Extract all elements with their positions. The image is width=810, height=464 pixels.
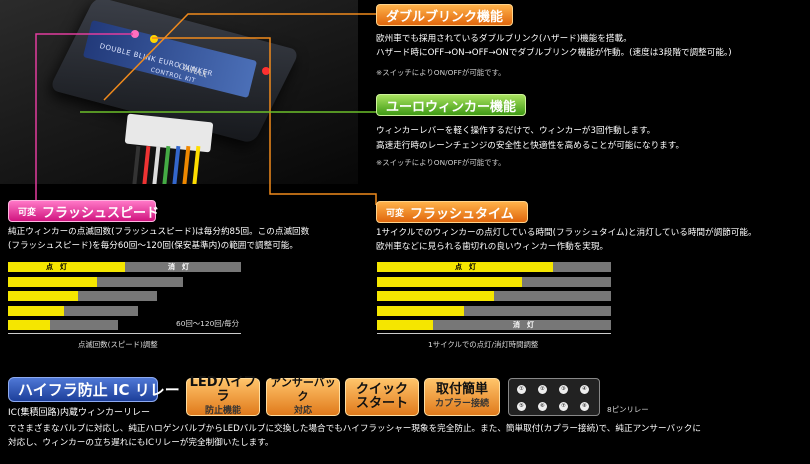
flash-speed-bar-on [8, 262, 125, 272]
flash-time-bar-on [377, 291, 494, 301]
relay-tag: ハイフラ防止 IC リレー [8, 377, 180, 402]
relay-pin: ⑦ [559, 402, 568, 411]
flash-time-tag-prefix: 可変 [386, 208, 405, 219]
euro-winker-tag: ユーロウィンカー機能 [376, 94, 527, 116]
relay-pin: ③ [559, 385, 568, 394]
flash-time-bar: 消 灯 [377, 320, 611, 330]
relay-pin: ④ [580, 385, 589, 394]
flash-time-axis [377, 333, 611, 334]
flash-time-bar-on [377, 262, 553, 272]
double-blink-tag: ダブルブリンク機能 [376, 4, 514, 26]
relay-pin: ⑤ [517, 402, 526, 411]
flash-time-bar-on [377, 305, 464, 316]
flash-speed-range-caption: 60回～120回/毎分 [176, 319, 239, 328]
flash-time-line2: 欧州車などに見られる歯切れの良いウィンカー作動を実現。 [376, 242, 609, 252]
flash-speed-on-label: 点 灯 [46, 263, 67, 271]
flash-speed-chart: 点 灯消 灯 [8, 262, 241, 332]
flash-speed-bar: 点 灯消 灯 [8, 262, 241, 272]
led-pink [131, 30, 139, 38]
euro-winker-line1: ウィンカーレバーを軽く操作するだけで、ウィンカーが3回作動します。 [376, 126, 656, 136]
flash-speed-bar-on [8, 276, 97, 287]
relay-pin: ① [517, 385, 526, 394]
flash-time-bar-on [377, 276, 523, 287]
flash-speed-line1: 純正ウィンカーの点滅回数(フラッシュスピード)は毎分約85回。この点滅回数 [8, 227, 310, 237]
flash-speed-bar [8, 291, 158, 301]
flash-speed-bar-on [8, 291, 78, 301]
flash-speed-tag-label: フラッシュスピード [42, 205, 160, 221]
feature-quick-start: クイック スタート [345, 378, 419, 416]
flash-speed-off-label: 消 灯 [168, 263, 189, 271]
flash-speed-bar-on [8, 320, 50, 330]
flash-time-bar: 点 灯 [377, 262, 611, 272]
flash-speed-line2: (フラッシュスピード)を毎分60回～120回(保安基準内)の範囲で調整可能。 [8, 241, 298, 251]
flash-time-on-label: 点 灯 [455, 263, 476, 271]
feature-easy-install: 取付簡単 カプラー接続 [424, 378, 500, 416]
flash-time-off-label: 消 灯 [513, 321, 534, 329]
flash-time-axis-caption: 1サイクルでの点灯/消灯時間調整 [428, 340, 539, 349]
relay-pin-diagram: ① ② ③ ④ ⑤ ⑥ ⑦ ⑧ [508, 378, 600, 416]
flash-time-bar [377, 276, 611, 287]
flash-time-chart: 点 灯消 灯 [377, 262, 611, 332]
flash-speed-axis [8, 333, 241, 334]
feature-led-hyperflash: LEDハイフラ 防止機能 [186, 376, 260, 416]
led-yellow [150, 35, 158, 43]
flash-time-tag: 可変 フラッシュタイム [376, 201, 528, 223]
flash-time-bar [377, 305, 611, 316]
product-photo: DOUBLE BLINK EURO WINKER CONTROL KIT GAR… [0, 0, 358, 184]
euro-winker-note: ※スイッチによりON/OFFが可能です。 [376, 158, 506, 167]
led-red [262, 67, 270, 75]
flash-speed-axis-caption: 点滅回数(スピード)調整 [78, 340, 158, 349]
double-blink-line2: ハザード時にOFF→ON→OFF→ONでダブルブリンク機能が作動。(速度は3段階… [376, 48, 732, 58]
flash-speed-bar-on [8, 305, 64, 316]
callout-line-double-blink [103, 13, 376, 101]
flash-time-bar-on [377, 320, 434, 330]
callout-line-flash-speed [35, 33, 133, 200]
flash-speed-bar [8, 276, 183, 287]
double-blink-line1: 欧州車でも採用されているダブルブリンク(ハザード)機能を搭載。 [376, 34, 632, 44]
relay-subtitle: IC(集積回路)内蔵ウィンカーリレー [8, 408, 150, 418]
euro-winker-line2: 高速走行時のレーンチェンジの安全性と快適性を高めることが可能になります。 [376, 141, 685, 151]
relay-desc-line2: 対応し、ウィンカーの立ち遅れにもICリレーが完全制御いたします。 [8, 438, 274, 448]
flash-time-line1: 1サイクルでのウィンカーの点灯している時間(フラッシュタイム)と消灯している時間… [376, 228, 757, 238]
relay-pin: ⑥ [538, 402, 547, 411]
relay-pin: ② [538, 385, 547, 394]
callout-line-flash-time [152, 37, 377, 205]
flash-speed-bar [8, 320, 118, 330]
feature-answer-back: アンサーバック 対応 [266, 376, 340, 416]
relay-pin-caption: 8ピンリレー [607, 405, 649, 414]
relay-pin: ⑧ [580, 402, 589, 411]
double-blink-note: ※スイッチによりON/OFFが可能です。 [376, 68, 506, 77]
flash-time-tag-label: フラッシュタイム [410, 206, 514, 222]
flash-speed-tag-prefix: 可変 [18, 207, 37, 218]
flash-time-bar [377, 291, 611, 301]
relay-desc-line1: でさまざまなバルブに対応し、純正ハロゲンバルブからLEDバルブに交換した場合でも… [8, 424, 701, 434]
flash-speed-bar [8, 305, 139, 316]
flash-speed-tag: 可変 フラッシュスピード [8, 200, 160, 222]
